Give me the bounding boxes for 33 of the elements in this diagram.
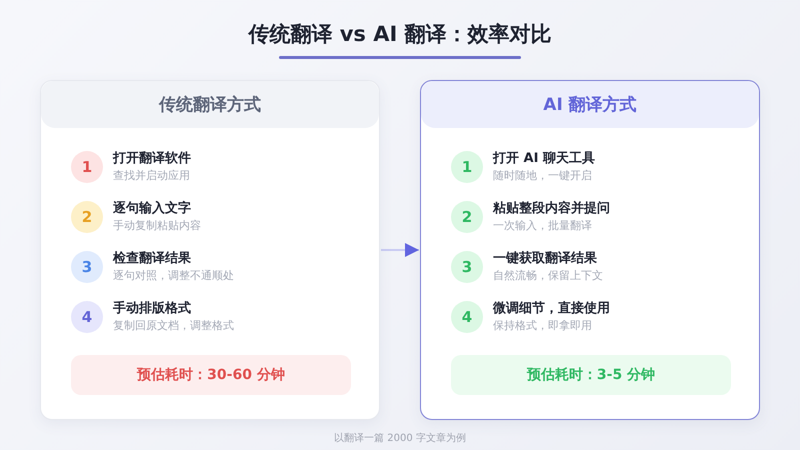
step-number: 1 xyxy=(451,151,483,183)
step-description: 手动复制粘贴内容 xyxy=(113,218,201,233)
arrow xyxy=(381,243,419,257)
card-panel xyxy=(40,80,380,420)
step-description: 保持格式，即拿即用 xyxy=(493,318,592,333)
panel-heading: 传统翻译方式 xyxy=(41,81,379,128)
step-description: 复制回原文档，调整格式 xyxy=(113,318,234,333)
step-description: 一次输入，批量翻译 xyxy=(493,218,592,233)
caption: 以翻译一篇 2000 字文章为例 xyxy=(333,432,467,445)
step-title: 粘贴整段内容并提问 xyxy=(493,200,610,217)
step-description: 随时随地，一键开启 xyxy=(493,168,592,183)
step-title: 微调细节，直接使用 xyxy=(493,300,610,317)
step-title: 一键获取翻译结果 xyxy=(493,250,597,267)
time-estimate-box: 预估耗时：3-5 分钟 xyxy=(451,355,731,395)
step-number: 3 xyxy=(451,251,483,283)
panel-heading: AI 翻译方式 xyxy=(421,81,759,128)
title: 传统翻译 vs AI 翻译：效率对比 xyxy=(246,21,553,48)
step-title: 打开翻译软件 xyxy=(113,150,191,167)
step-number: 1 xyxy=(71,151,103,183)
step-description: 逐句对照，调整不通顺处 xyxy=(113,268,234,283)
step-number: 4 xyxy=(71,301,103,333)
time-estimate-box: 预估耗时：30-60 分钟 xyxy=(71,355,351,395)
step-number: 2 xyxy=(451,201,483,233)
step-title: 手动排版格式 xyxy=(113,300,191,317)
step-title: 逐句输入文字 xyxy=(113,200,191,217)
step-number: 3 xyxy=(71,251,103,283)
step-title: 打开 AI 聊天工具 xyxy=(493,150,595,167)
step-title: 检查翻译结果 xyxy=(113,250,191,267)
card-panel xyxy=(420,80,760,420)
step-description: 自然流畅，保留上下文 xyxy=(493,268,603,283)
step-number: 4 xyxy=(451,301,483,333)
step-description: 查找并启动应用 xyxy=(113,168,190,183)
step-number: 2 xyxy=(71,201,103,233)
